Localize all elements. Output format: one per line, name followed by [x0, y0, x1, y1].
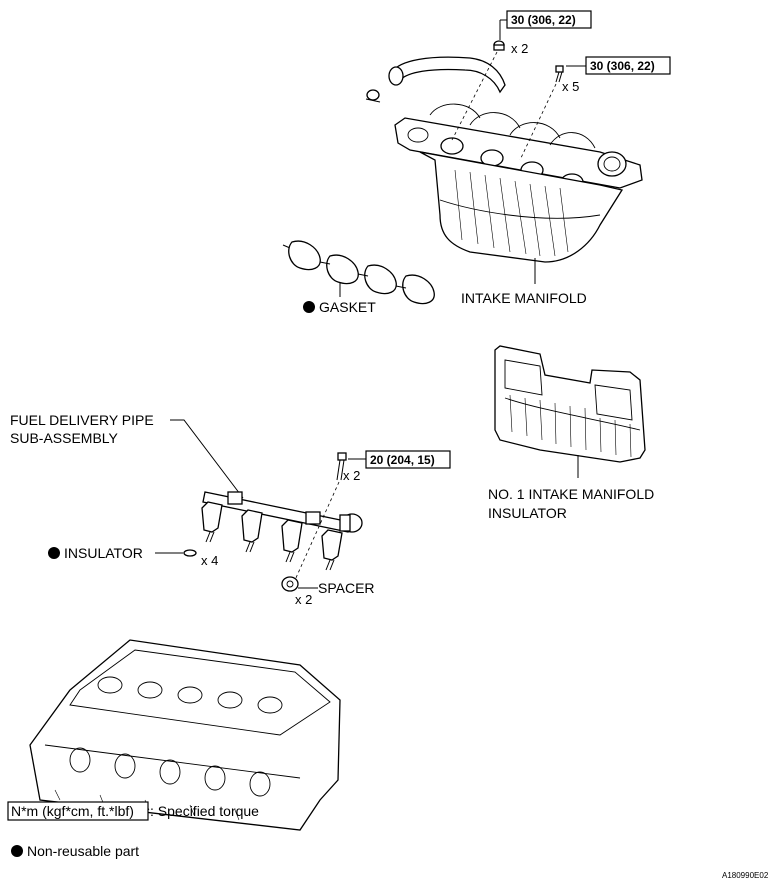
- delivery-pipe-bolt: [336, 452, 347, 481]
- bolt-install-line: [519, 83, 557, 161]
- fuel-delivery-pipe-drawing: [201, 491, 363, 571]
- torque-label-manifold-nut: 30 (306, 22): [511, 13, 576, 27]
- torque-box-pipe-bolt: 20 (204, 15): [365, 450, 451, 469]
- gasket-drawing: [282, 240, 435, 305]
- torque-label-pipe-bolt: 20 (204, 15): [370, 453, 435, 467]
- label-gasket: GASKET: [319, 299, 376, 315]
- torque-label-manifold-bolt: 30 (306, 22): [590, 59, 655, 73]
- manifold-bolt: [555, 65, 564, 83]
- qty-bolt: x 5: [562, 79, 579, 94]
- manifold-insulator-drawing: [494, 345, 646, 463]
- nut-install-line: [451, 51, 498, 141]
- manifold-nut: [493, 40, 505, 51]
- label-injector-insulator: INSULATOR: [64, 545, 143, 561]
- qty-insulator: x 4: [201, 553, 218, 568]
- label-insulator-line1: NO. 1 INTAKE MANIFOLD: [488, 486, 654, 502]
- intake-manifold-drawing: [365, 56, 643, 263]
- label-fuel-pipe-line2: SUB-ASSEMBLY: [10, 430, 119, 446]
- injector-insulator-part: [183, 549, 197, 557]
- qty-pipe-bolt: x 2: [343, 468, 360, 483]
- label-insulator-line2: INSULATOR: [488, 505, 567, 521]
- nonreusable-bullet-legend: [11, 845, 23, 857]
- legend-torque: N*m (kgf*cm, ft.*lbf) : Specified torque: [7, 801, 259, 821]
- legend-nonreusable: Non-reusable part: [11, 843, 139, 859]
- figure-code: A180990E02: [722, 871, 769, 880]
- qty-spacer: x 2: [295, 592, 312, 607]
- legend-torque-unit: N*m (kgf*cm, ft.*lbf): [11, 803, 134, 819]
- legend-nonreusable-text: Non-reusable part: [27, 843, 139, 859]
- spacer-part: [281, 576, 299, 592]
- torque-box-manifold-bolt: 30 (306, 22): [585, 56, 671, 75]
- legend-torque-text: : Specified torque: [150, 803, 259, 819]
- nonreusable-bullet-insulator: [48, 547, 60, 559]
- label-intake-manifold: INTAKE MANIFOLD: [461, 290, 587, 306]
- label-spacer: SPACER: [318, 580, 375, 596]
- engine-cylinder-head-drawing: [29, 639, 341, 831]
- qty-nut: x 2: [511, 41, 528, 56]
- torque-box-manifold-nut: 30 (306, 22): [506, 10, 592, 29]
- nonreusable-bullet-gasket: [303, 301, 315, 313]
- label-fuel-pipe-line1: FUEL DELIVERY PIPE: [10, 412, 154, 428]
